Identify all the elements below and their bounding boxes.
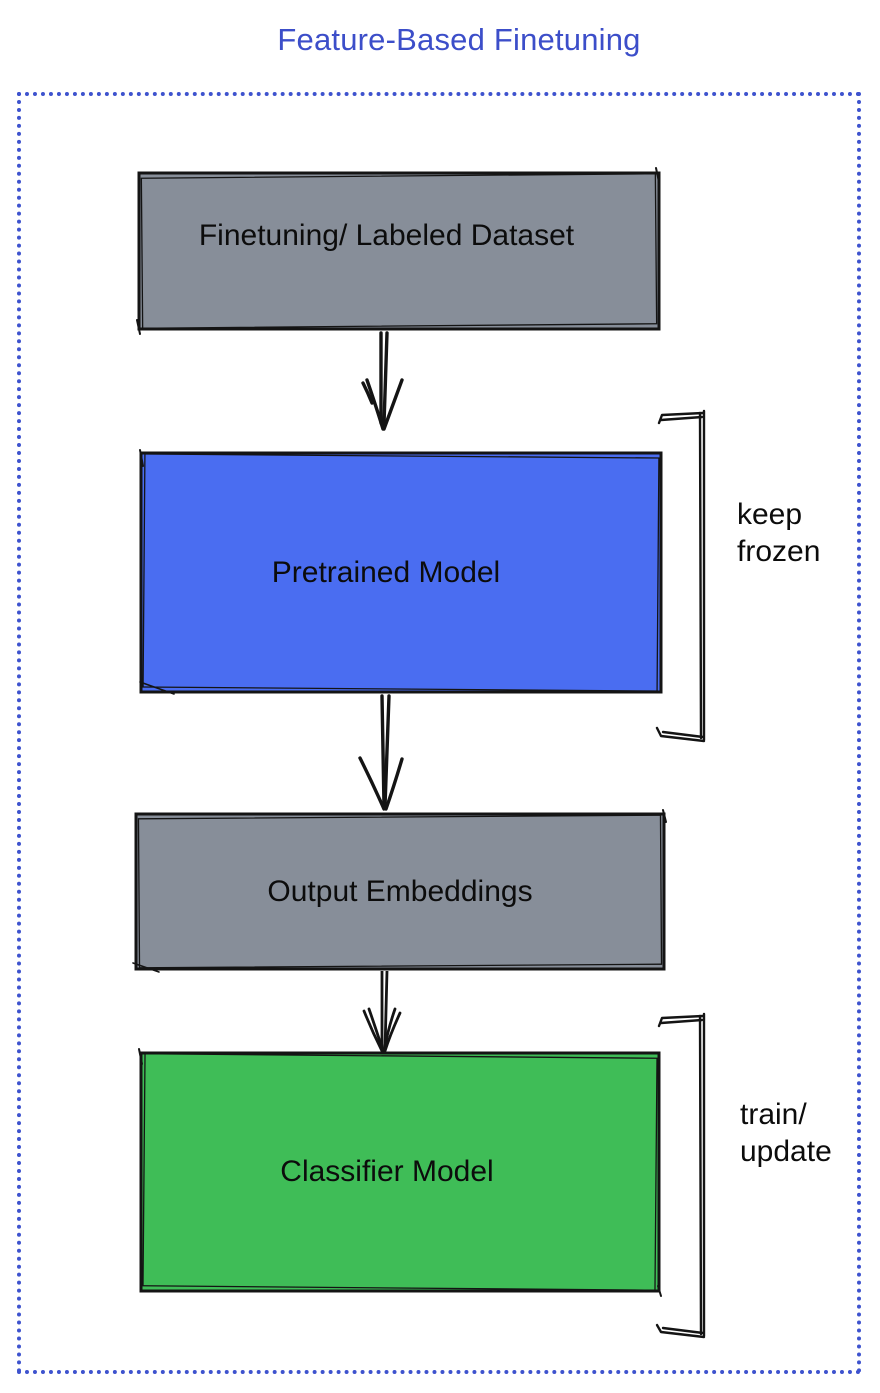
- node-pretrained-model: Pretrained Model: [139, 449, 663, 695]
- annotation-line: update: [740, 1135, 832, 1168]
- page-title: Feature-Based Finetuning: [277, 22, 641, 57]
- diagram-dotted-border: [17, 92, 861, 1374]
- annotation-keep-frozen: keep frozen: [737, 496, 820, 570]
- down-arrow-icon: [361, 331, 404, 431]
- annotation-line: keep: [737, 498, 803, 531]
- right-bracket-icon: [655, 409, 706, 743]
- right-bracket-icon: [655, 1012, 706, 1339]
- node-output-embeddings: Output Embeddings: [132, 809, 667, 973]
- node-label: Classifier Model: [280, 1155, 494, 1188]
- down-arrow-icon: [362, 971, 402, 1053]
- node-classifier-model: Classifier Model: [138, 1048, 662, 1297]
- node-label: Finetuning/ Labeled Dataset: [198, 219, 575, 252]
- node-finetuning-dataset: Finetuning/ Labeled Dataset: [136, 167, 661, 335]
- down-arrow-icon: [358, 694, 404, 811]
- annotation-line: train/: [740, 1098, 807, 1131]
- node-label: Pretrained Model: [271, 555, 501, 589]
- annotation-line: frozen: [737, 535, 821, 568]
- node-label: Output Embeddings: [267, 874, 533, 908]
- annotation-train-update: train/ update: [740, 1096, 832, 1170]
